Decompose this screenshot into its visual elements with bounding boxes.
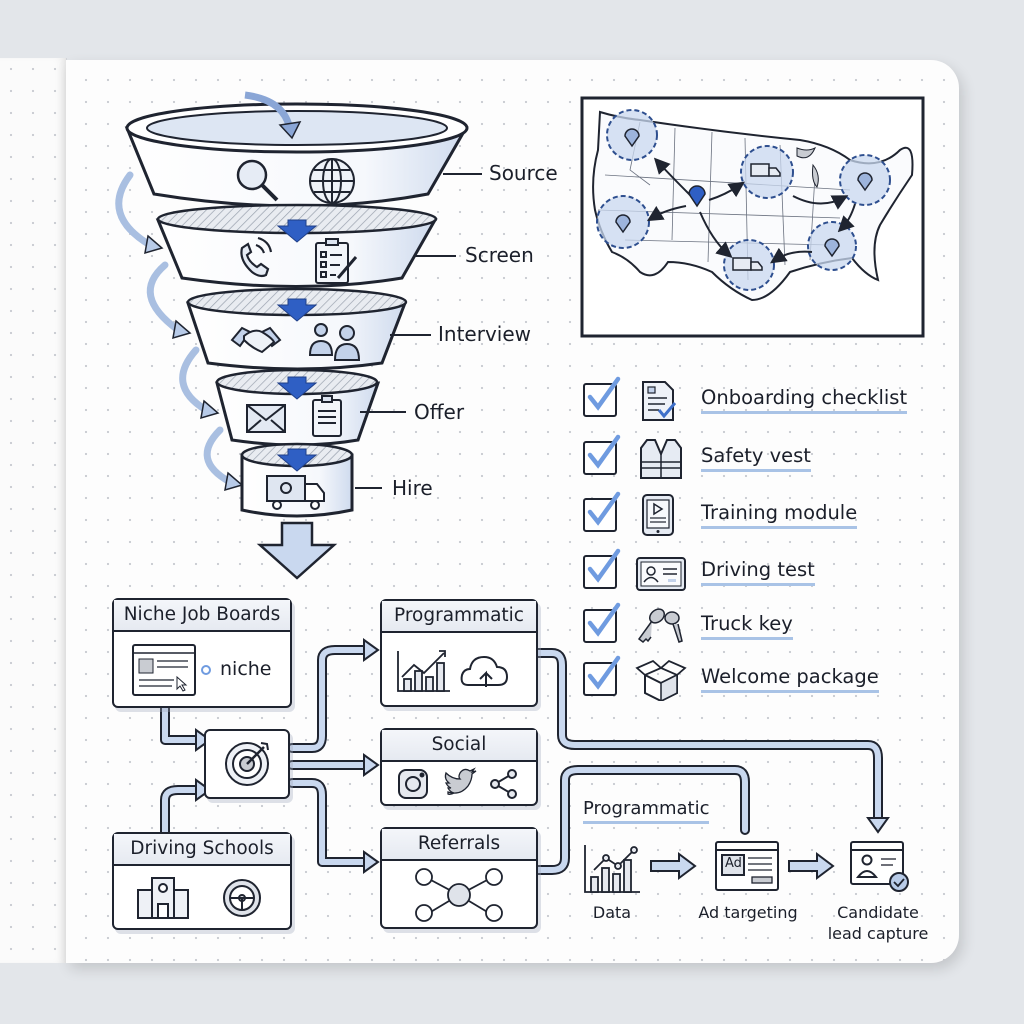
checklist-item-label: Onboarding checklist [701, 386, 908, 414]
channel-connectors [160, 645, 883, 875]
checkbox-checked[interactable] [583, 434, 621, 475]
stage-down-arrows [276, 219, 318, 472]
funnel-label-screen: Screen [465, 243, 534, 267]
checklist-item-label: Truck key [701, 612, 793, 640]
funnel-label-offer: Offer [414, 400, 465, 424]
twitter-icon [444, 767, 477, 795]
candidate-profile-icon [850, 841, 909, 892]
job-board-webpage-icon [132, 644, 211, 696]
flow-arrow-icon [650, 852, 835, 880]
flow-step-ad-targeting: Ad targeting [698, 903, 798, 922]
map-truck-icons [732, 163, 781, 271]
funnel-label-source: Source [489, 161, 558, 185]
checkbox-checked[interactable] [583, 655, 621, 696]
safety-vest-icon [635, 436, 687, 480]
instagram-icon [398, 769, 428, 799]
funnel-stage-screen [155, 203, 438, 288]
clipboard-checklist-icon [315, 238, 358, 284]
channel-programmatic[interactable]: Programmatic [380, 599, 538, 707]
channel-title: Social [382, 730, 536, 762]
tablet-play-icon [635, 493, 687, 537]
channel-title: Niche Job Boards [114, 600, 290, 632]
phone-icon [240, 236, 273, 278]
envelope-icon [246, 404, 286, 433]
checklist-item-label: Safety vest [701, 444, 811, 472]
programmatic-flow-title: Programmatic [583, 798, 710, 824]
connector-arrowheads [195, 638, 890, 874]
steering-wheel-icon [223, 879, 261, 917]
channel-title: Programmatic [382, 601, 536, 633]
keys-icon [635, 604, 687, 648]
niche-brand-logo: niche [220, 658, 272, 680]
checkbox-checked[interactable] [583, 376, 621, 417]
flow-step-data: Data [592, 903, 632, 922]
document-check-icon [635, 378, 687, 422]
checkbox-checked[interactable] [583, 548, 621, 589]
feedback-arrowheads [144, 234, 244, 492]
funnel-stage-source [124, 91, 469, 208]
funnel-stage-interview [185, 287, 408, 371]
globe-icon [309, 158, 355, 204]
funnel-label-interview: Interview [438, 322, 531, 346]
people-icon [308, 323, 361, 361]
output-arrow [256, 521, 338, 580]
checklist-item[interactable]: Safety vest [583, 434, 811, 480]
share-icon [490, 769, 517, 799]
referral-network-icon [415, 868, 503, 922]
cloud-upload-icon [460, 655, 509, 687]
truck-icon [266, 475, 325, 510]
handshake-icon [230, 326, 282, 354]
ad-badge: Ad [725, 856, 742, 871]
channel-driving-schools[interactable]: Driving Schools [112, 832, 292, 930]
targeting-hub[interactable] [204, 729, 290, 799]
channel-title: Driving Schools [114, 834, 290, 866]
checklist-item[interactable]: Welcome package [583, 655, 879, 703]
target-icon [225, 742, 269, 786]
checklist-item-label: Welcome package [701, 665, 879, 693]
checklist-item[interactable]: Truck key [583, 602, 793, 648]
checkbox-checked[interactable] [583, 491, 621, 532]
channel-referrals[interactable]: Referrals [380, 827, 538, 929]
checklist-item-label: Driving test [701, 558, 815, 586]
left-notebook-page [0, 58, 67, 963]
feedback-arrows [115, 171, 234, 486]
search-icon [236, 159, 279, 202]
flow-step-lead-capture: Candidate lead capture [827, 903, 929, 943]
channel-title: Referrals [382, 829, 536, 861]
school-building-icon [137, 877, 189, 919]
checkbox-checked[interactable] [583, 602, 621, 643]
checklist-item[interactable]: Onboarding checklist [583, 376, 908, 422]
channel-niche-job-boards[interactable]: Niche Job Boards niche [112, 598, 292, 708]
funnel-label-hire: Hire [392, 476, 433, 500]
channel-social[interactable]: Social [380, 728, 538, 806]
checklist-item[interactable]: Driving test [583, 548, 815, 594]
growth-chart-icon [397, 650, 450, 692]
checklist-item[interactable]: Training module [583, 491, 858, 537]
open-box-icon [635, 657, 687, 703]
map-route-arrows [646, 157, 856, 264]
ad-webpage-icon [715, 841, 779, 891]
checklist-item-label: Training module [701, 501, 858, 529]
data-chart-icon [584, 845, 640, 893]
license-card-icon [635, 550, 687, 594]
contract-icon [312, 395, 342, 437]
